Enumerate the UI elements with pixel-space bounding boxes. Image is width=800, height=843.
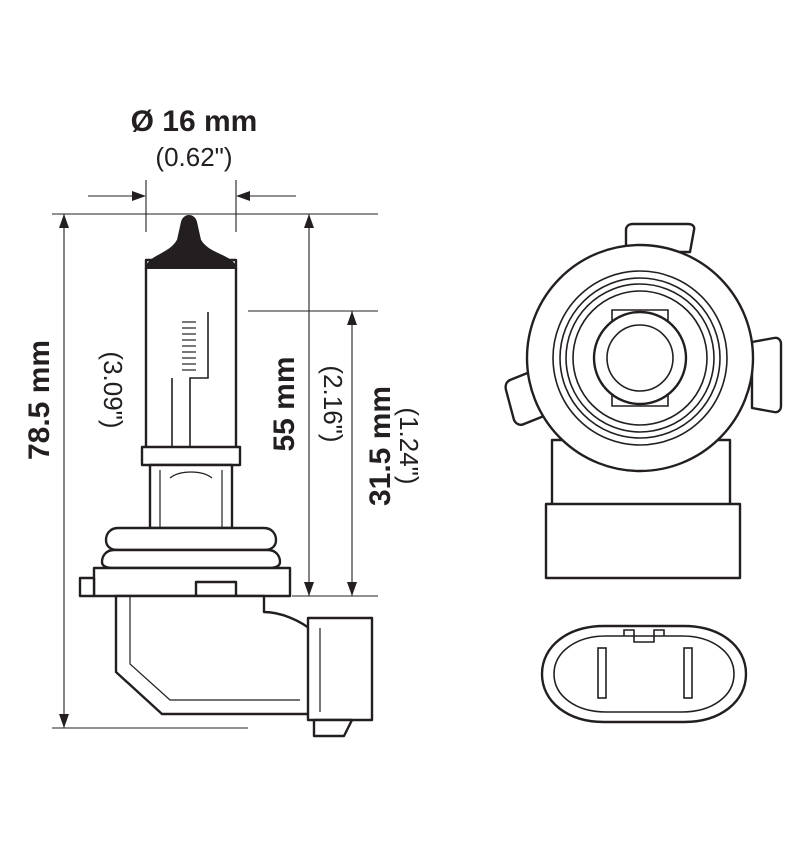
dimension-labels: Ø 16 mm (0.62") 78.5 mm (3.09") 55 mm (2… (23, 105, 424, 506)
terminal-pin-left (597, 647, 607, 699)
base-tab-left (78, 576, 96, 598)
ring-5 (572, 290, 708, 426)
right-tab (750, 336, 783, 414)
overall-length-metric-label: 78.5 mm (23, 340, 56, 460)
connector-face-outline (540, 624, 748, 724)
lens-center (606, 324, 674, 392)
flange-ring-bottom (100, 548, 282, 570)
connector-face-inner (553, 635, 735, 713)
filament-lead (189, 312, 209, 452)
connector-face-view (540, 624, 748, 724)
bulb-top-view (504, 222, 783, 580)
connector-plug (306, 616, 374, 722)
capsule-neck (148, 463, 234, 530)
flange-ring-top (104, 526, 278, 552)
connector-inner-line (129, 596, 300, 701)
terminal-pin-right (683, 647, 693, 699)
ring-3 (559, 277, 721, 439)
capsule-tip (144, 215, 238, 269)
overall-length-imperial-label: (3.09") (98, 351, 128, 428)
base-plate (92, 566, 292, 598)
connector-key-notch (623, 629, 665, 643)
light-center-metric-label: 55 mm (268, 356, 301, 451)
diameter-metric-label: Ø 16 mm (131, 105, 258, 138)
ring-4 (565, 283, 715, 433)
plug-latch (312, 718, 354, 738)
base-key (194, 580, 238, 598)
top-view-connector (544, 502, 742, 580)
bulb-side-view (78, 215, 374, 738)
diameter-imperial-label: (0.62") (155, 142, 232, 172)
capsule-collar (140, 445, 242, 467)
light-center-imperial-label: (2.16") (318, 365, 348, 442)
dimension-lines (52, 180, 378, 729)
ring-2 (552, 270, 728, 446)
filament-length-imperial-label: (1.24") (394, 407, 424, 484)
filament-length-metric-label: 31.5 mm (364, 386, 397, 506)
neck-inner-lines (159, 470, 223, 528)
connector-housing (114, 594, 316, 716)
left-tab (504, 370, 546, 426)
glass-capsule (144, 258, 238, 452)
filament-coil (182, 321, 196, 371)
